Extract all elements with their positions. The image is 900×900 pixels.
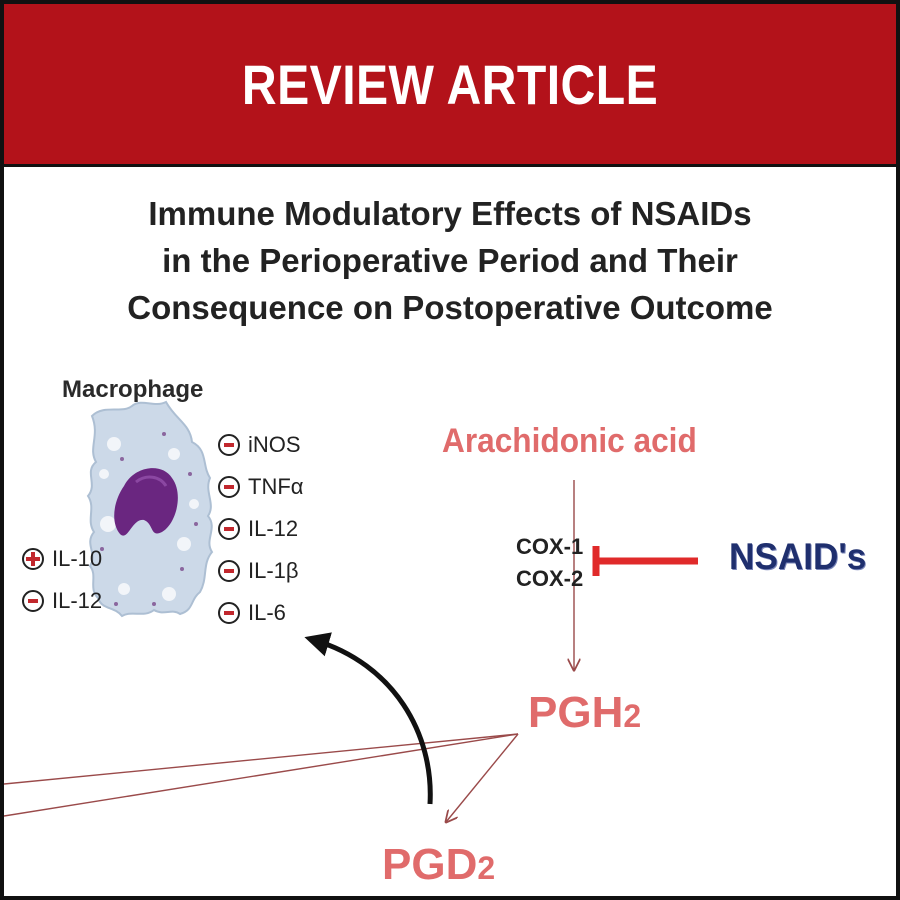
cytokine-inos: iNOS bbox=[218, 432, 301, 458]
minus-sign-icon bbox=[218, 602, 240, 624]
minus-sign-icon bbox=[218, 434, 240, 456]
banner-title: REVIEW ARTICLE bbox=[241, 52, 659, 116]
plus-sign-icon bbox=[22, 548, 44, 570]
title-line-3: Consequence on Postoperative Outcome bbox=[127, 289, 773, 326]
pgh2-branch-line-2 bbox=[4, 733, 519, 817]
cytokine-il12-left: IL-12 bbox=[22, 588, 102, 614]
cytokine-il1b: IL-1β bbox=[218, 558, 299, 584]
cox2-label: COX-2 bbox=[516, 566, 584, 591]
pgh2-branch-line-1 bbox=[4, 733, 519, 785]
cox1-label: COX-1 bbox=[516, 534, 584, 559]
pgh2-label: PGH2 bbox=[528, 688, 642, 737]
minus-sign-icon bbox=[218, 560, 240, 582]
cytokine-il6: IL-6 bbox=[218, 600, 286, 626]
title-line-1: Immune Modulatory Effects of NSAIDs bbox=[148, 195, 752, 232]
macrophage-label: Macrophage bbox=[62, 376, 204, 403]
cytokine-il12: IL-12 bbox=[218, 516, 298, 542]
nsaids-label: NSAID's bbox=[729, 536, 867, 577]
minus-sign-icon bbox=[218, 476, 240, 498]
title-line-2: in the Perioperative Period and Their bbox=[162, 242, 738, 279]
pgd2-feedback-arrow bbox=[304, 632, 433, 805]
pgd2-label: PGD2 bbox=[382, 840, 496, 889]
pathway-diagram bbox=[4, 400, 698, 896]
cytokine-tnfa: TNFα bbox=[218, 474, 303, 500]
cytokine-il10: IL-10 bbox=[22, 546, 102, 572]
arachidonic-acid-label: Arachidonic acid bbox=[442, 422, 697, 460]
review-article-banner: REVIEW ARTICLE bbox=[4, 4, 896, 167]
pgh2-to-pgd2-arrow bbox=[446, 733, 519, 822]
article-title: Immune Modulatory Effects of NSAIDs in t… bbox=[4, 190, 896, 331]
minus-sign-icon bbox=[218, 518, 240, 540]
macrophage-cell-icon bbox=[86, 400, 214, 618]
minus-sign-icon bbox=[22, 590, 44, 612]
